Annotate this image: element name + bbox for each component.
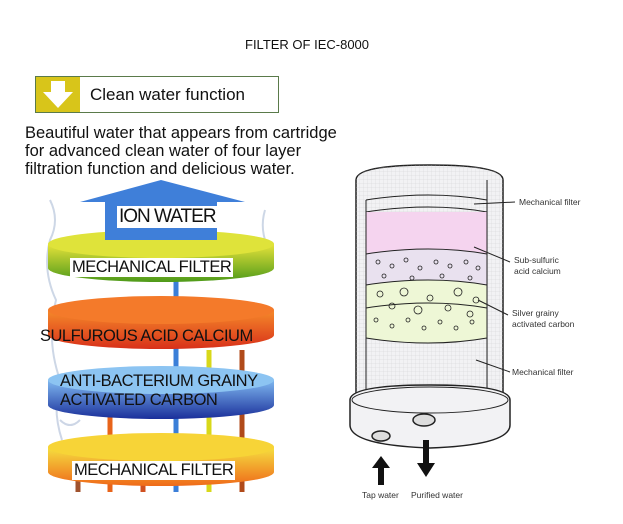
- granules: [373, 257, 481, 331]
- down-arrow-icon: [36, 77, 80, 112]
- layer-3-label-line: ACTIVATED CARBON: [60, 391, 218, 409]
- description-line: for advanced clean water of four layer: [25, 142, 302, 160]
- description-line: filtration function and delicious water.: [25, 160, 295, 178]
- cartridge-label-bottom-mechanical: Mechanical filter: [512, 367, 574, 377]
- label-line: acid calcium: [514, 266, 561, 276]
- cartridge-label-carbon: Silver grainy activated carbon: [512, 308, 574, 330]
- purified-water-down-arrow: [417, 440, 435, 477]
- page-title: FILTER OF IEC-8000: [245, 37, 370, 52]
- layer-3-label: ANTI-BACTERIUM GRAINY ACTIVATED CARBON: [60, 372, 258, 410]
- tap-water-label: Tap water: [362, 490, 399, 500]
- cartridge-graphic: [349, 164, 516, 449]
- purified-water-label: Purified water: [411, 490, 463, 500]
- function-label: Clean water function: [90, 85, 245, 104]
- layer-1-label: MECHANICAL FILTER: [70, 258, 234, 277]
- layer-disk-2: [48, 296, 274, 349]
- layer-3-label-line: ANTI-BACTERIUM GRAINY: [60, 372, 258, 390]
- cartridge-label-top-mechanical: Mechanical filter: [519, 197, 581, 207]
- label-line: Silver grainy: [512, 308, 559, 318]
- description: Beautiful water that appears from cartri…: [25, 124, 337, 178]
- label-line: Sub-sulfuric: [514, 255, 559, 265]
- clean-water-function-box: Clean water function: [35, 76, 279, 113]
- label-line: activated carbon: [512, 319, 575, 329]
- layer-2-label: SULFUROUS ACID CALCIUM: [40, 327, 253, 345]
- layer-disk-3: [48, 366, 274, 419]
- tap-water-up-arrow: [372, 456, 390, 485]
- ion-water-label: ION WATER: [117, 206, 218, 228]
- layer-4-label: MECHANICAL FILTER: [72, 461, 236, 480]
- cartridge-label-calcium: Sub-sulfuric acid calcium: [514, 255, 561, 277]
- description-line: Beautiful water that appears from cartri…: [25, 124, 337, 142]
